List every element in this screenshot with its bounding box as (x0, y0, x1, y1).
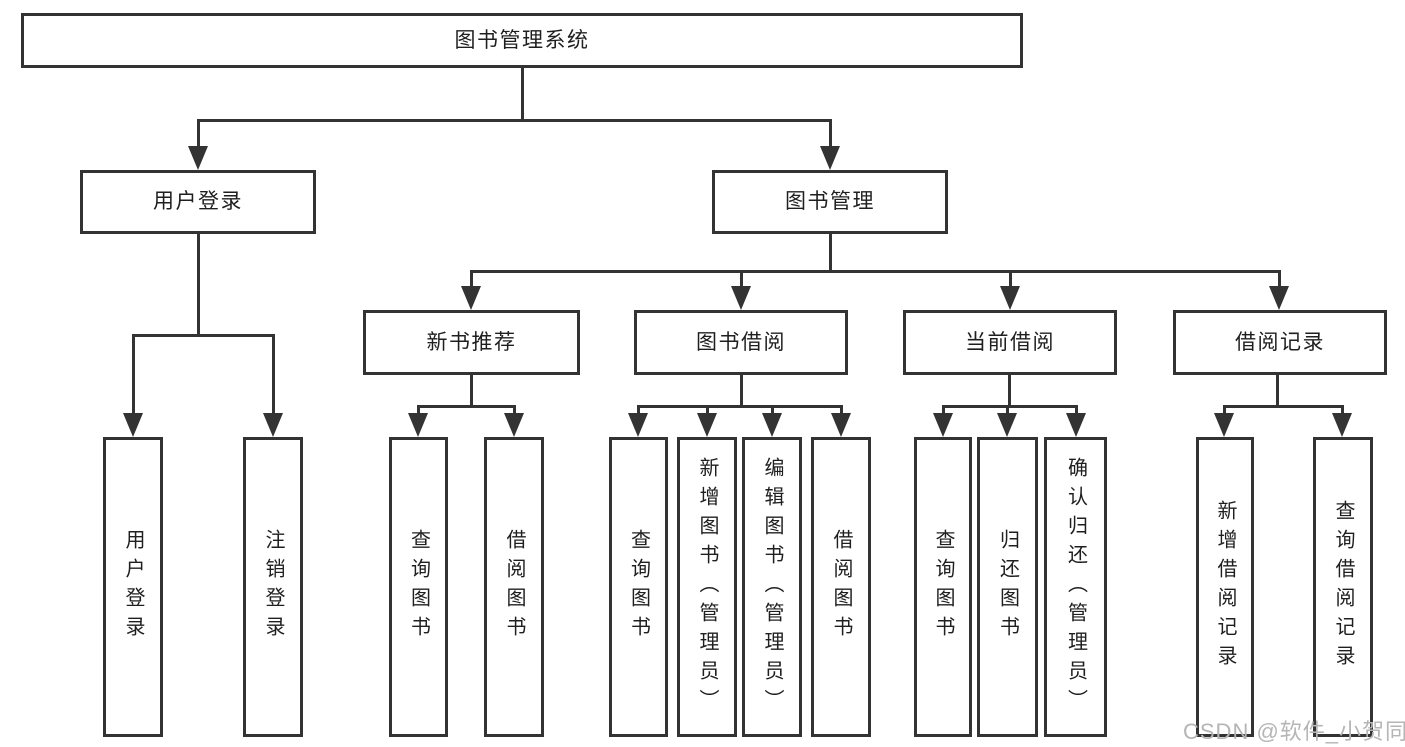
edge-horizontal-line (636, 404, 843, 408)
node-label: 用户登录 (122, 529, 144, 645)
node-label: 图书管理系统 (454, 28, 590, 52)
node-label: 图书管理 (785, 190, 875, 214)
arrow-down-icon (831, 413, 851, 437)
edge-vertical-line (520, 68, 524, 121)
edge-vertical-line (839, 406, 843, 417)
edge-vertical-line (271, 335, 275, 417)
node-book-borrowing: 图书借阅 (634, 310, 848, 375)
arrow-down-icon (263, 413, 283, 437)
edge-vertical-line (828, 234, 832, 272)
edge-horizontal-line (469, 269, 1281, 273)
node-label: 新增图书（管理员） (696, 456, 718, 718)
arrow-down-icon (820, 146, 840, 170)
edge-horizontal-line (416, 404, 516, 408)
node-leaf-bb-query-books: 查询图书 (609, 437, 668, 737)
edge-vertical-line (1074, 406, 1078, 417)
edge-vertical-line (739, 271, 743, 290)
edge-horizontal-line (1222, 404, 1344, 408)
edge-vertical-line (196, 234, 200, 336)
edge-vertical-line (1340, 406, 1344, 417)
node-label: 新增借阅记录 (1214, 500, 1236, 674)
node-borrowing-records: 借阅记录 (1173, 310, 1387, 375)
arrow-down-icon (933, 413, 953, 437)
node-label: 图书借阅 (696, 330, 786, 354)
arrow-down-icon (628, 413, 648, 437)
arrow-down-icon (731, 286, 751, 310)
edge-vertical-line (1222, 406, 1226, 417)
node-label: 借阅图书 (503, 529, 525, 645)
arrow-down-icon (1214, 413, 1234, 437)
node-root: 图书管理系统 (21, 13, 1023, 68)
arrow-down-icon (408, 413, 428, 437)
edge-vertical-line (1005, 406, 1009, 417)
edge-vertical-line (705, 406, 709, 417)
edge-horizontal-line (196, 118, 832, 122)
edge-vertical-line (196, 120, 200, 150)
edge-vertical-line (469, 271, 473, 290)
arrow-down-icon (123, 413, 143, 437)
node-leaf-cb-query-books: 查询图书 (914, 437, 972, 737)
edge-vertical-line (416, 406, 420, 417)
node-label: 借阅图书 (830, 529, 852, 645)
edge-vertical-line (636, 406, 640, 417)
node-label: 注销登录 (262, 529, 284, 645)
node-label: 查询图书 (407, 529, 430, 645)
node-leaf-user-login: 用户登录 (103, 437, 163, 737)
node-leaf-cb-confirm-return: 确认归还（管理员） (1044, 437, 1107, 737)
node-label: 编辑图书（管理员） (761, 456, 783, 718)
edge-vertical-line (770, 406, 774, 417)
edge-vertical-line (131, 335, 135, 417)
node-current-borrowing: 当前借阅 (903, 310, 1117, 375)
node-leaf-br-add-record: 新增借阅记录 (1196, 437, 1254, 737)
node-label: 查询图书 (627, 529, 650, 645)
edge-vertical-line (1277, 271, 1281, 290)
node-book-management: 图书管理 (712, 170, 948, 234)
edge-vertical-line (1008, 271, 1012, 290)
node-label: 当前借阅 (965, 330, 1055, 354)
edge-vertical-line (469, 375, 473, 407)
node-leaf-nr-borrow-books: 借阅图书 (484, 437, 544, 737)
arrow-down-icon (504, 413, 524, 437)
node-label: 用户登录 (153, 190, 243, 214)
edge-vertical-line (739, 375, 743, 407)
node-label: 确认归还（管理员） (1064, 456, 1087, 718)
arrow-down-icon (1000, 286, 1020, 310)
node-leaf-bb-borrow-books: 借阅图书 (811, 437, 871, 737)
arrow-down-icon (1332, 413, 1352, 437)
arrow-down-icon (1269, 286, 1289, 310)
node-label: 查询图书 (932, 529, 954, 645)
node-new-book-recommend: 新书推荐 (363, 310, 580, 375)
edge-vertical-line (1007, 375, 1011, 407)
node-leaf-nr-query-books: 查询图书 (389, 437, 448, 737)
node-leaf-br-query-record: 查询借阅记录 (1313, 437, 1373, 737)
node-leaf-logout: 注销登录 (243, 437, 303, 737)
node-user-login: 用户登录 (80, 170, 316, 234)
arrow-down-icon (997, 413, 1017, 437)
node-leaf-cb-return-books: 归还图书 (977, 437, 1038, 737)
node-label: 新书推荐 (426, 330, 517, 354)
edge-horizontal-line (131, 333, 275, 337)
edge-vertical-line (828, 120, 832, 150)
csdn-watermark: CSDN @软件_小贺同学 (1183, 719, 1405, 744)
arrow-down-icon (1066, 413, 1086, 437)
node-label: 查询借阅记录 (1332, 500, 1354, 674)
arrow-down-icon (762, 413, 782, 437)
edge-vertical-line (512, 406, 516, 417)
edge-vertical-line (941, 406, 945, 417)
arrow-down-icon (461, 286, 481, 310)
node-leaf-bb-add-books: 新增图书（管理员） (677, 437, 737, 737)
node-label: 借阅记录 (1235, 330, 1325, 354)
arrow-down-icon (188, 146, 208, 170)
node-leaf-bb-edit-books: 编辑图书（管理员） (742, 437, 802, 737)
node-label: 归还图书 (996, 529, 1019, 645)
edge-vertical-line (1275, 375, 1279, 407)
edge-horizontal-line (941, 404, 1078, 408)
arrow-down-icon (697, 413, 717, 437)
